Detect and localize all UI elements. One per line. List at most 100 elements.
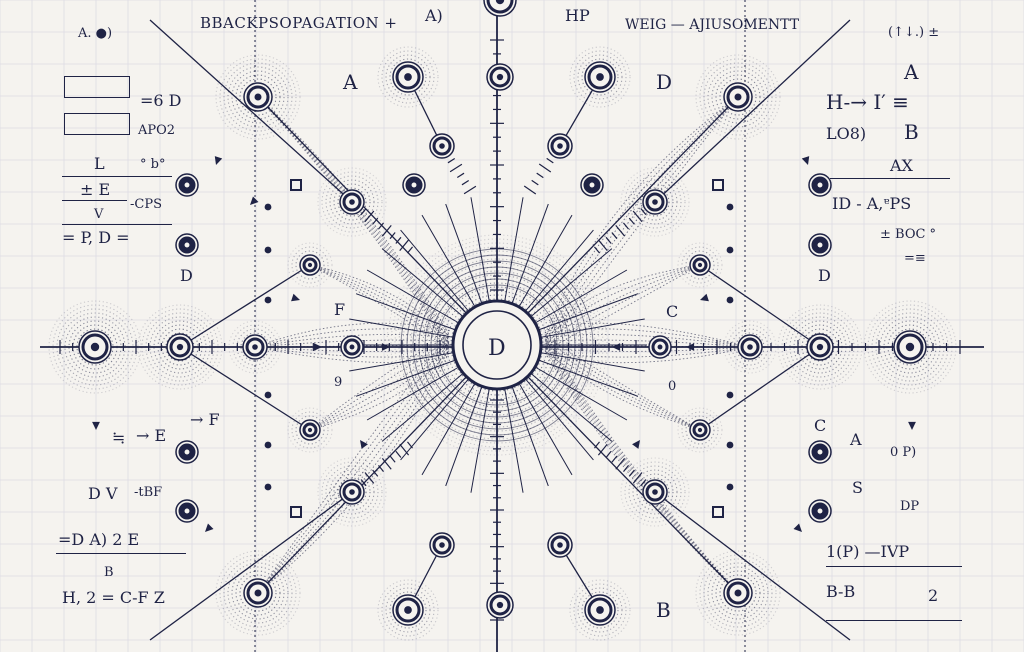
tick [597,443,608,456]
fan-curve [257,333,450,594]
tick [395,236,402,244]
center-spoke [445,387,483,487]
tick [395,450,402,458]
node-ll [339,479,365,505]
node-top-a [392,61,424,93]
tick [615,225,626,237]
node-core [652,489,658,495]
center-spoke [355,359,455,397]
halo-ring [239,78,277,116]
fan-curve [309,264,450,351]
fan-curve [254,339,450,348]
tick [364,472,375,484]
fan-curve [309,335,450,431]
node-mid-left [242,334,268,360]
node-bottom-right [723,578,753,608]
node-ic-tr [547,133,573,159]
fan-curve [257,341,450,594]
diagram-subtitle: WEIG — AJIUSOMENTT [625,17,800,33]
center-spoke [525,379,594,461]
halo-ring [677,407,723,453]
node-core [349,199,355,205]
halo-ring [703,62,773,132]
halo-ring [381,583,435,637]
arrow-axis-r2 [686,343,695,351]
axis-dot [726,246,734,254]
halo-ring [239,574,277,612]
fan-curve [257,96,450,339]
fan-ur [544,264,701,351]
center-spoke [381,373,463,442]
letter-node-3 [175,499,199,523]
rule [56,553,186,554]
annotation-right-2: 2 [928,586,939,605]
fan-curve [544,96,739,349]
node-core [349,489,355,495]
annotation-right-id: ID - A,ᵄPS [832,194,912,213]
label-b: B [656,598,671,622]
tick [463,185,477,195]
fan-curve [254,328,450,348]
annotation-right-ax: AX [890,156,913,175]
tick [449,163,463,173]
tick [594,441,600,449]
halo-ring [227,562,289,624]
label-c: C [666,302,679,321]
fan-ul [309,264,450,351]
square-marker-3 [712,506,724,518]
node-core [184,508,190,514]
fan-curve [257,96,450,346]
rule [826,620,962,621]
node-ur [642,189,668,215]
node-core [307,262,313,268]
halo-ring [325,465,379,519]
tick [407,441,413,449]
halo-ring [325,175,379,229]
diagonal-edge [149,19,353,203]
node-core [184,242,190,248]
fan-curve [544,348,739,594]
annotation-left-re: → Е [136,426,167,445]
tick [389,232,396,240]
halo-ring [677,242,723,288]
node-core [404,606,412,614]
halo-ring [333,183,371,221]
node-ic-br [547,532,573,558]
tick [523,185,537,195]
fan-curve [544,335,701,431]
letter-node-9 [580,173,604,197]
axis-dot [726,391,734,399]
fan-right [544,322,751,364]
tick [615,457,626,470]
halo-ring [632,179,678,225]
node-core [411,182,417,188]
fan-tr [544,96,739,353]
node-ur2 [689,254,711,276]
annotation-left-b-q: ° b° [140,157,166,172]
fan-curve [544,337,739,594]
halo-ring [231,70,285,124]
fan-curve [544,334,751,348]
label-0: 0 [668,379,677,394]
node-core [697,427,703,433]
halo-ring [333,473,371,511]
node-core [817,449,823,455]
node-top-left [243,82,273,112]
halo-ring [295,250,325,280]
diagonal-edge [179,264,311,348]
node-bottom-b [584,594,616,626]
tick [461,180,470,186]
halo-ring [699,58,777,136]
halo-ring [291,411,329,449]
halo-ring [632,469,678,515]
tick [628,217,635,225]
tick [632,472,643,484]
halo-ring [321,461,383,523]
tick [406,246,414,254]
fan-curve [254,322,450,348]
rule [830,178,950,179]
arrow-left-2 [214,156,223,165]
halo-ring [711,566,765,620]
diagonal-edge [179,346,311,431]
tick [536,172,544,179]
